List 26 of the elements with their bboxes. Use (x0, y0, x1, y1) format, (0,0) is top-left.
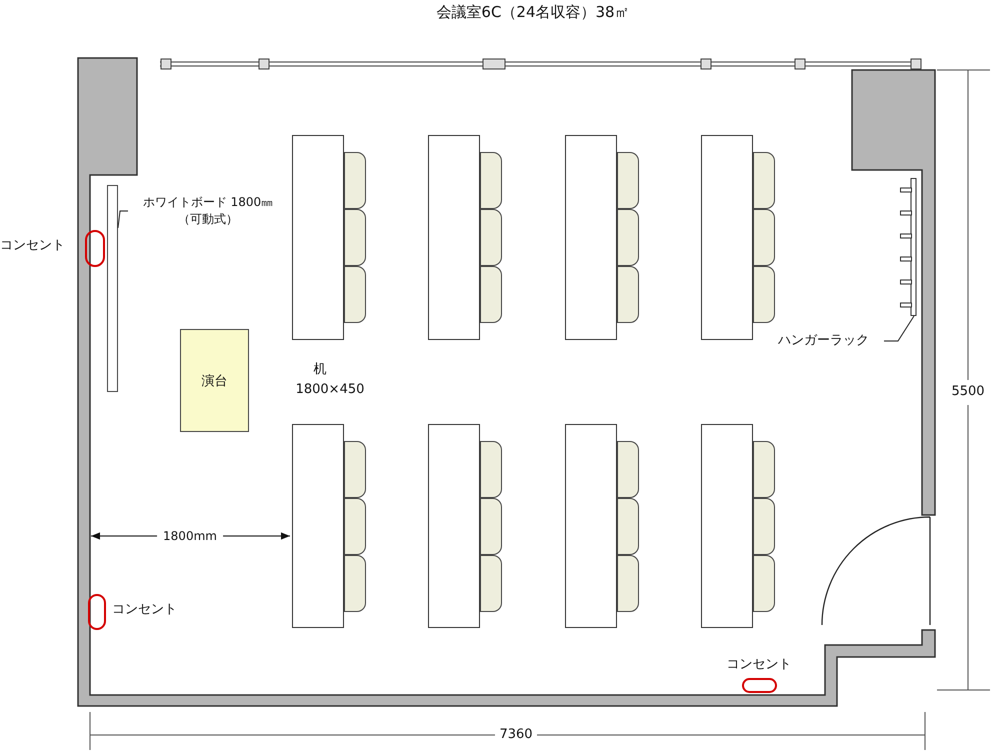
desk (292, 424, 344, 628)
whiteboard (107, 185, 118, 392)
podium: 演台 (180, 329, 249, 432)
callout-text: ハンガーラック (778, 332, 884, 350)
outlet-label: コンセント (726, 657, 792, 673)
outlet-label: コンセント (0, 238, 65, 254)
callout-text: ホワイトボード 1800㎜ (142, 194, 274, 211)
dimension-label: 7360 (499, 727, 533, 743)
desk (565, 135, 617, 340)
desk (701, 135, 753, 340)
desk (428, 135, 480, 340)
hanger-rack (900, 178, 917, 316)
outlet-label: コンセント (112, 602, 177, 618)
outlet-marker (85, 230, 105, 267)
furniture-label: 机 (314, 362, 326, 378)
dimension-label: 1800×450 (296, 382, 364, 398)
desk (428, 424, 480, 628)
outlet-marker (742, 678, 777, 693)
desk (292, 135, 344, 340)
desk (701, 424, 753, 628)
outlet-marker (88, 594, 106, 630)
desk (565, 424, 617, 628)
title: 会議室6C（24名収容）38㎡ (436, 4, 630, 20)
dimension-label: 5500 (951, 384, 985, 400)
leader-line (884, 316, 914, 342)
note-text: （可動式） (178, 211, 238, 228)
